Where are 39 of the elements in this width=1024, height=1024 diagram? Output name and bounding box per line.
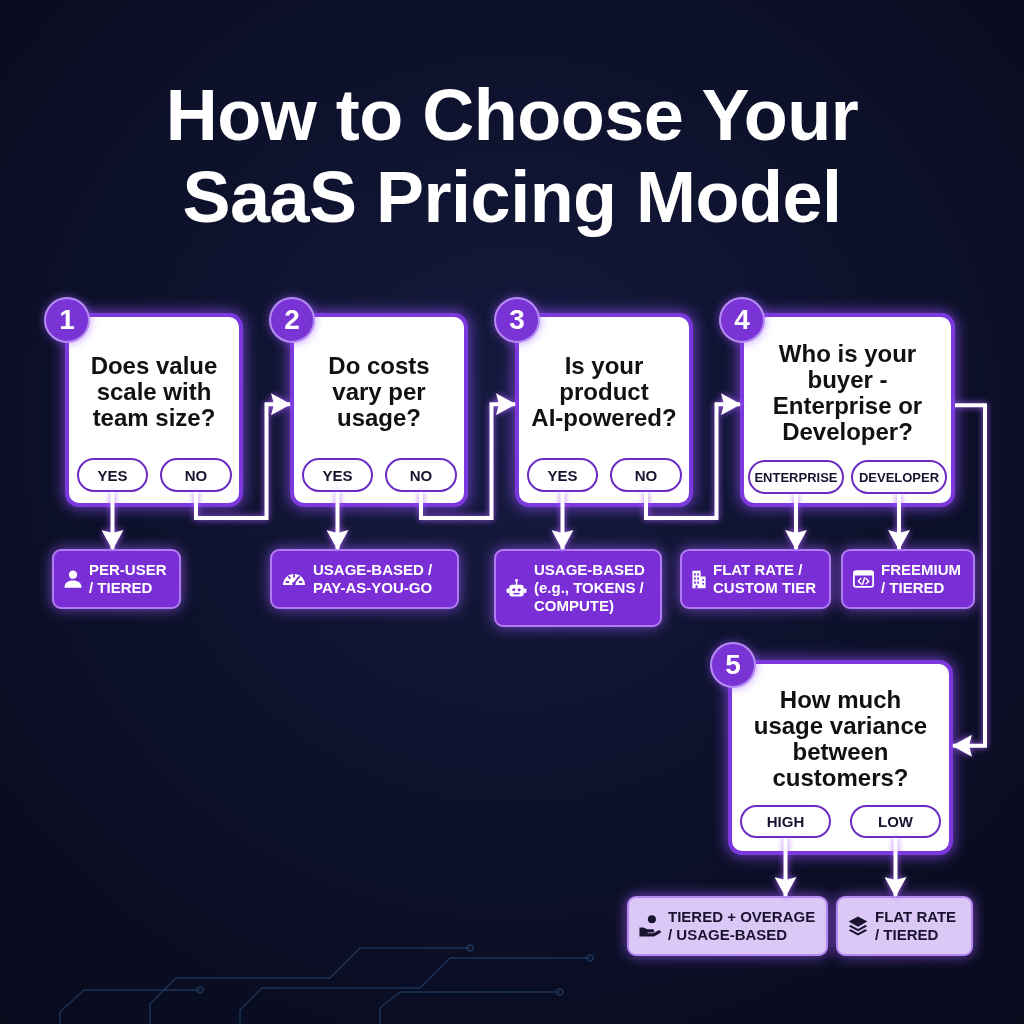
answer-option: YES — [527, 458, 598, 492]
answer-option: NO — [610, 458, 682, 492]
outcome-card — [52, 549, 181, 609]
outcome-card — [627, 896, 828, 956]
outcome-card — [270, 549, 459, 609]
question-text: Is your product AI-powered? — [530, 352, 678, 431]
flow-arrow — [644, 393, 741, 520]
flow-arrow — [952, 403, 987, 757]
answer-option: LOW — [850, 805, 941, 838]
outcome-text: USAGE-BASED (e.g., TOKENS / COMPUTE) — [534, 561, 646, 615]
step-number: 1 — [44, 297, 90, 343]
outcome-card — [841, 549, 975, 609]
question-text: Does value scale with team size? — [89, 352, 219, 431]
outcome-card — [494, 549, 662, 627]
flow-arrow — [194, 393, 291, 520]
answer-option: YES — [77, 458, 148, 492]
question-text: How much usage variance between customers? — [752, 686, 929, 791]
outcome-text: TIERED + OVERAGE / USAGE-BASED — [668, 908, 817, 944]
outcome-card — [836, 896, 973, 956]
answer-option: NO — [385, 458, 457, 492]
question-text: Do costs vary per usage? — [327, 352, 431, 431]
question-text: Who is your buyer - Enterprise or Developer? — [771, 340, 924, 445]
step-number: 2 — [269, 297, 315, 343]
step-number: 3 — [494, 297, 540, 343]
answer-option: YES — [302, 458, 373, 492]
outcome-text: FREEMIUM / TIERED — [881, 561, 962, 597]
answer-option: ENTERPRISE — [748, 460, 844, 494]
step-number: 5 — [710, 642, 756, 688]
answer-option: DEVELOPER — [851, 460, 947, 494]
outcome-text: PER-USER / TIERED — [89, 561, 168, 597]
title: How to Choose Your SaaS Pricing Model — [164, 74, 860, 238]
answer-option: NO — [160, 458, 232, 492]
outcome-text: FLAT RATE / TIERED — [875, 908, 958, 944]
outcome-card — [680, 549, 831, 609]
step-number: 4 — [719, 297, 765, 343]
flow-arrow — [419, 393, 516, 520]
outcome-text: FLAT RATE / CUSTOM TIER — [713, 561, 818, 597]
answer-option: HIGH — [740, 805, 831, 838]
outcome-text: USAGE-BASED / PAY-AS-YOU-GO — [313, 561, 434, 597]
